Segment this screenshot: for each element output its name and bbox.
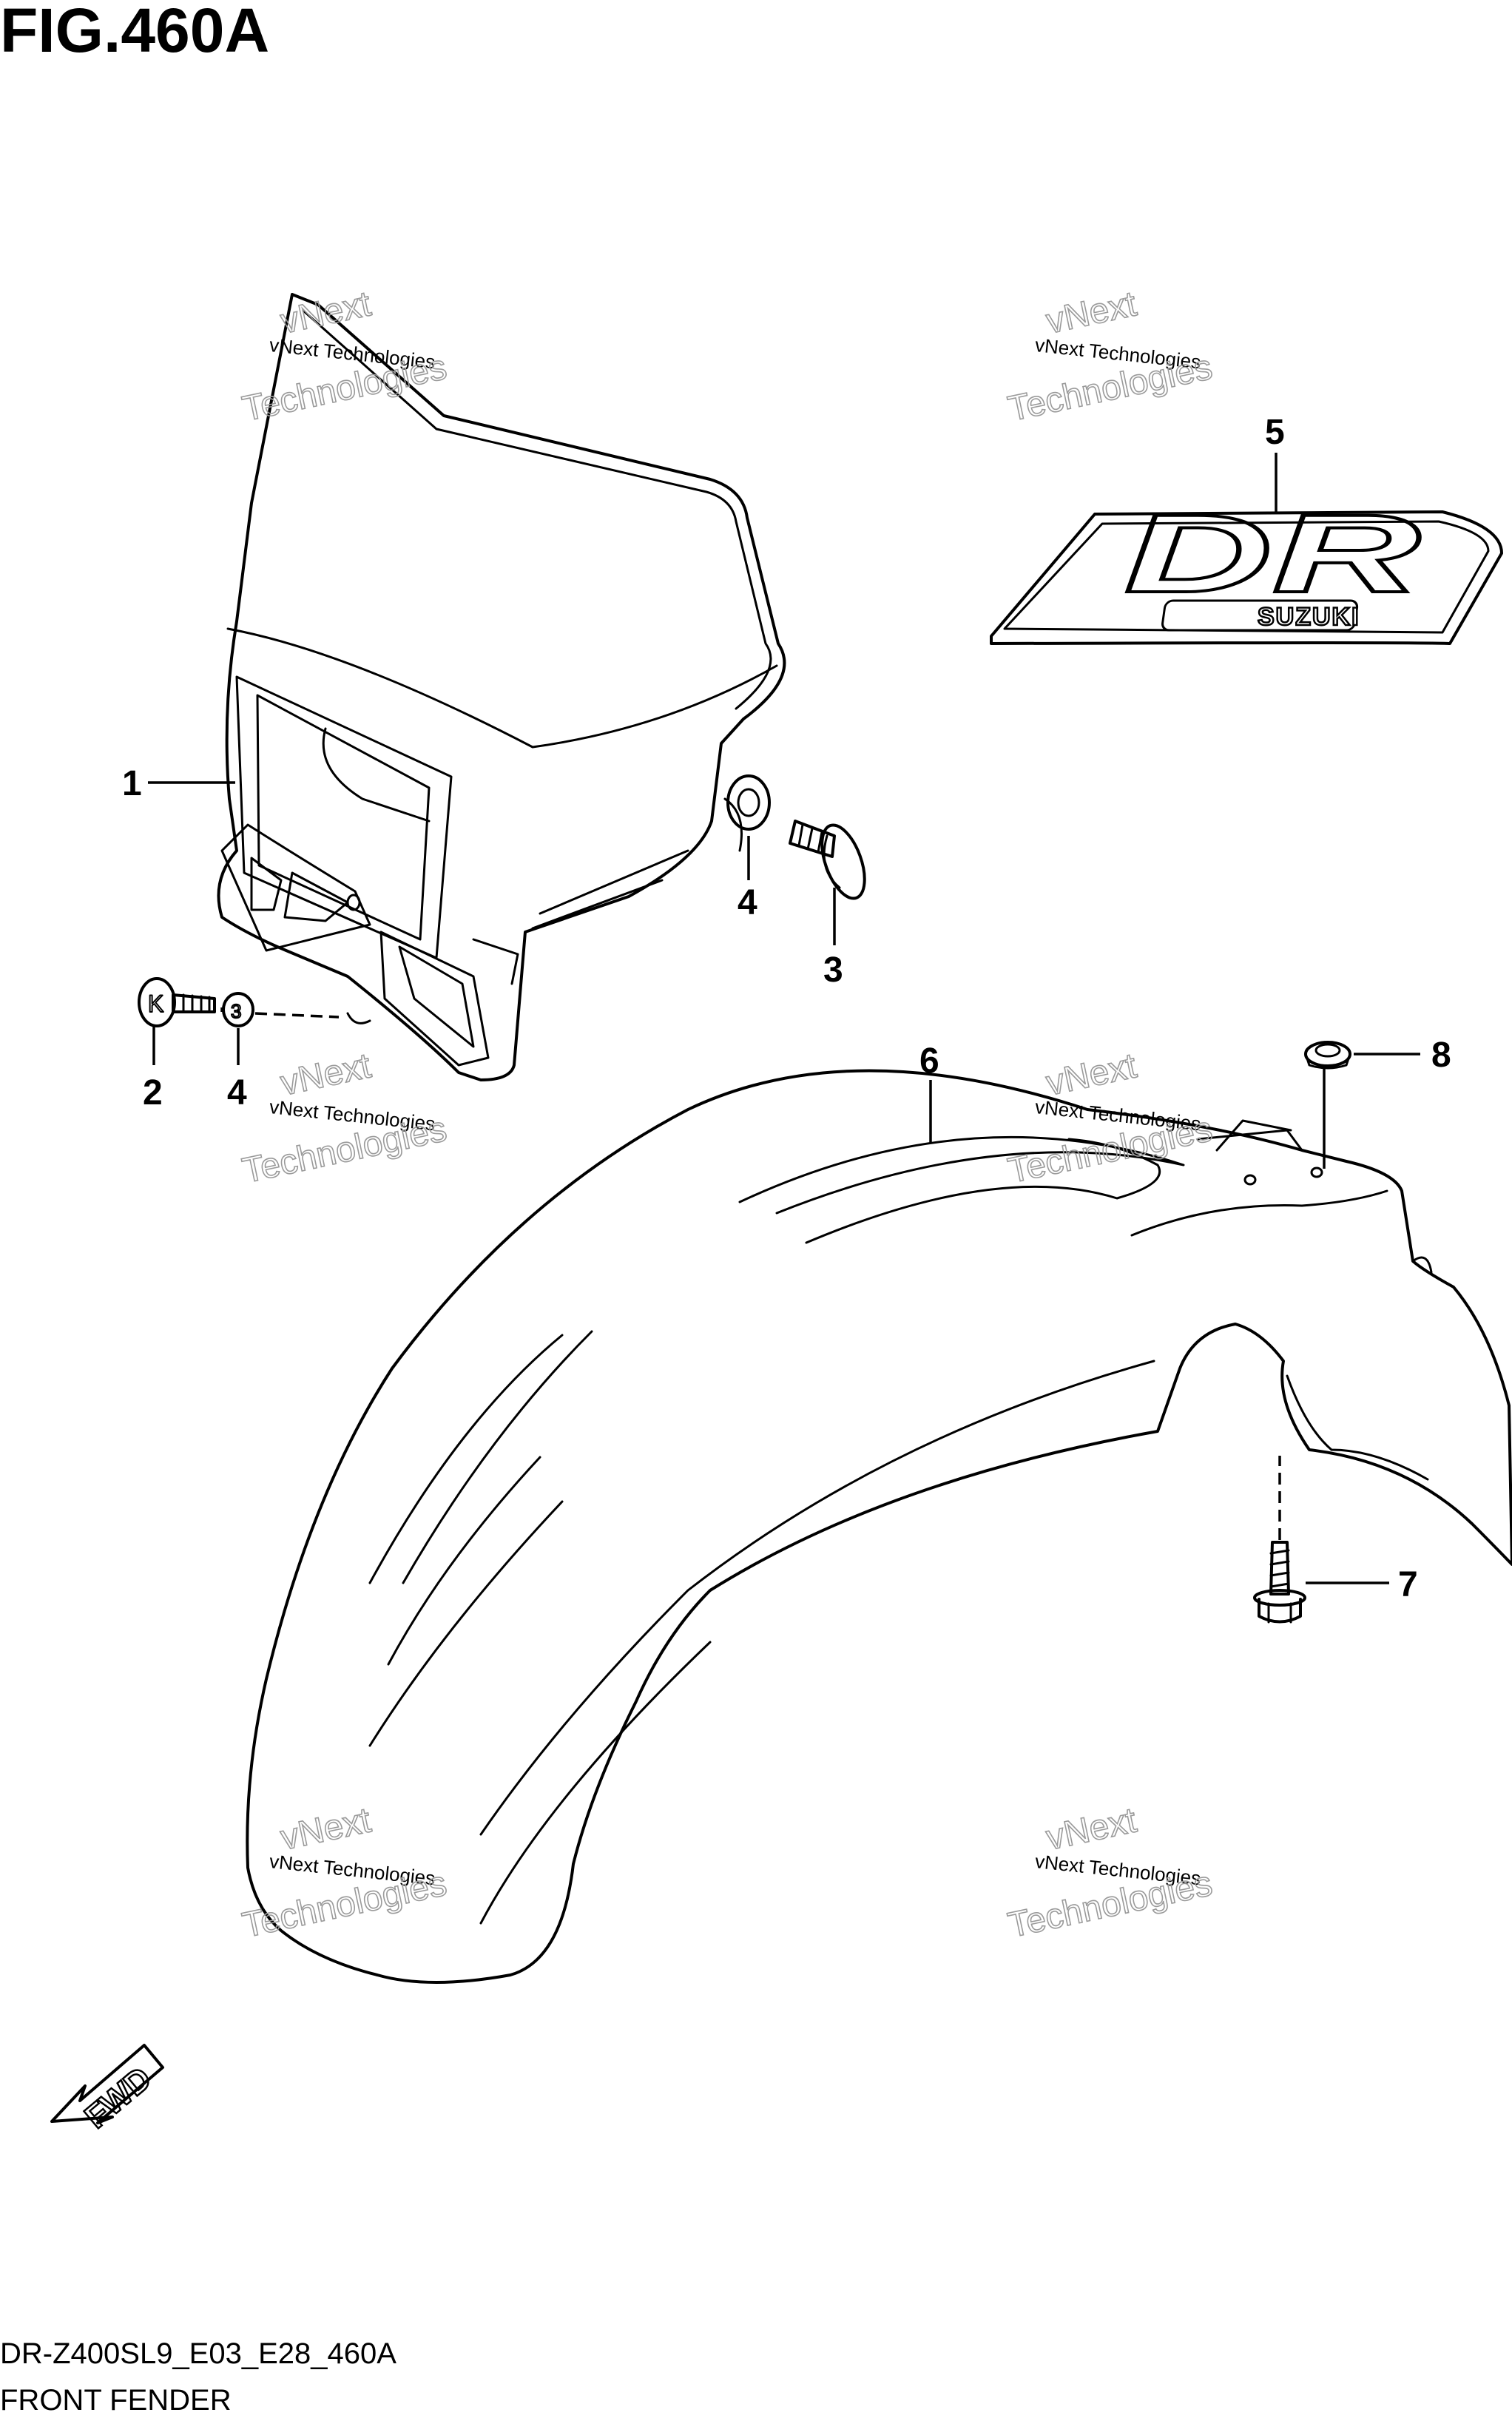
callout-4-upper: 4 [738, 883, 757, 922]
leader-lines [148, 453, 1420, 1584]
screw-marking: K [148, 990, 163, 1017]
watermark-mid-right: vNext Technologies vNext Technologies [1004, 1046, 1216, 1192]
callout-2: 2 [143, 1073, 163, 1112]
washer-part-4-lower: 3 [222, 992, 254, 1027]
washer-marking: 3 [231, 1000, 241, 1022]
callout-5: 5 [1265, 413, 1285, 452]
watermark-outline-1: vNext [277, 1800, 374, 1857]
flange-bolt-part-7 [1253, 1541, 1306, 1624]
callout-7: 7 [1398, 1565, 1418, 1604]
figure-title: FIG.460A [0, 0, 269, 65]
watermark-mid-left: vNext Technologies vNext Technologies [238, 1046, 450, 1192]
grommet-part-8 [1304, 1041, 1351, 1070]
callout-6: 6 [919, 1041, 939, 1081]
dr-decal-part-5: DR SUZUKI [990, 490, 1503, 645]
watermark-outline-1: vNext [277, 1046, 374, 1103]
grommet-part-4-upper [726, 774, 771, 831]
bolt-part-3 [789, 820, 866, 900]
decal-brand-text: SUZUKI [1258, 603, 1360, 631]
front-fender-part-6 [246, 1069, 1512, 1984]
headlight-cover-part-1 [217, 293, 786, 1081]
watermark-outline-1: vNext [1043, 284, 1140, 341]
model-code: DR-Z400SL9_E03_E28_460A [0, 2337, 396, 2370]
forward-direction-arrow: FWD [50, 2044, 164, 2136]
watermark-outline-1: vNext [1043, 1046, 1140, 1103]
watermark-group: vNext Technologies vNext Technologies vN… [238, 284, 1216, 1946]
callout-4-lower: 4 [227, 1073, 247, 1112]
screw-part-2: K [138, 977, 216, 1027]
callout-8: 8 [1431, 1036, 1451, 1075]
callout-labels: 1 2 3 4 4 5 6 7 8 [122, 413, 1451, 1604]
section-name: FRONT FENDER [0, 2384, 232, 2417]
watermark-top-right: vNext Technologies vNext Technologies [1004, 284, 1216, 430]
fwd-label: FWD [78, 2060, 158, 2135]
callout-1: 1 [122, 764, 142, 803]
watermark-bottom-right: vNext Technologies vNext Technologies [1004, 1800, 1216, 1946]
callout-3: 3 [823, 950, 843, 990]
watermark-outline-1: vNext [1043, 1800, 1140, 1857]
watermark-bottom-left: vNext Technologies vNext Technologies [238, 1800, 450, 1946]
decal-emblem-text: DR [1124, 491, 1420, 615]
watermark-top-left: vNext Technologies vNext Technologies [238, 284, 450, 430]
watermark-outline-1: vNext [277, 284, 374, 341]
